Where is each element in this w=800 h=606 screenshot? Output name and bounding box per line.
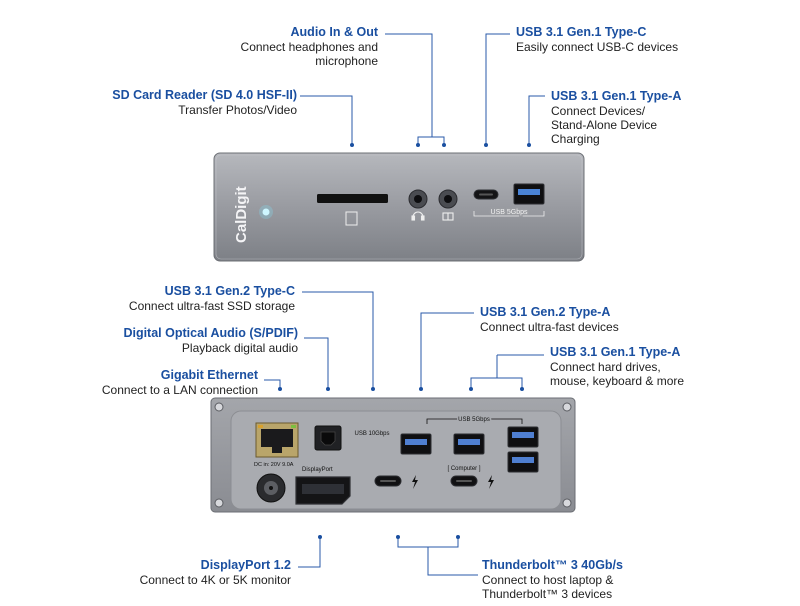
dc-power-jack[interactable] [256, 473, 286, 503]
callout-usbc-gen2: USB 3.1 Gen.2 Type-C Connect ultra-fast … [129, 284, 295, 313]
callout-displayport: DisplayPort 1.2 Connect to 4K or 5K moni… [140, 558, 291, 587]
displayport-port[interactable] [295, 476, 351, 505]
callout-usba-front-desc: Connect Devices/ [551, 104, 646, 118]
rear-screws [214, 402, 572, 508]
callout-displayport-desc: Connect to 4K or 5K monitor [139, 573, 291, 587]
computer-label: [ Computer ] [447, 466, 480, 472]
callout-usba-front-desc3: Charging [551, 132, 600, 146]
callout-usba-rear: USB 3.1 Gen.1 Type-A Connect hard drives… [550, 345, 684, 388]
callout-optical: Digital Optical Audio (S/PDIF) Playback … [123, 326, 298, 355]
callout-audio: Audio In & Out Connect headphones and mi… [241, 25, 378, 68]
dc-in-label: DC in: 20V 9.0A [254, 462, 294, 468]
callout-usba-front-desc2: Stand-Alone Device [551, 118, 658, 132]
callout-usba-gen2-title: USB 3.1 Gen.2 Type-A [480, 305, 611, 319]
leader-thunderbolt-fork [397, 537, 459, 548]
leader-ethernet [264, 379, 281, 389]
callout-usba-gen2-desc: Connect ultra-fast devices [480, 320, 619, 334]
optical-audio-port[interactable] [314, 425, 342, 451]
leader-displayport [298, 537, 321, 568]
callout-optical-title: Digital Optical Audio (S/PDIF) [123, 326, 298, 340]
leader-sd [300, 95, 353, 145]
leader-usbc-front [485, 33, 510, 145]
leader-audio [385, 33, 433, 137]
callout-displayport-title: DisplayPort 1.2 [200, 558, 291, 572]
callout-ethernet: Gigabit Ethernet Connect to a LAN connec… [102, 368, 258, 397]
callout-usba-front: USB 3.1 Gen.1 Type-A Connect Devices/ St… [551, 89, 681, 146]
callout-sd-title: SD Card Reader (SD 4.0 HSF-II) [112, 88, 297, 102]
callout-usbc-front-desc: Easily connect USB-C devices [516, 40, 679, 54]
leader-usba-front [528, 95, 545, 145]
brand-logo: CalDigit [233, 186, 250, 243]
callout-audio-title: Audio In & Out [290, 25, 378, 39]
callout-usba-front-title: USB 3.1 Gen.1 Type-A [551, 89, 682, 103]
callout-usba-rear-desc: Connect hard drives, [550, 360, 661, 374]
front-usb-speed-label: USB 5Gbps [491, 209, 528, 216]
sd-card-slot[interactable] [317, 194, 388, 203]
displayport-label: DisplayPort [302, 467, 333, 473]
power-led [262, 208, 270, 216]
callout-usbc-front: USB 3.1 Gen.1 Type-C Easily connect USB-… [516, 25, 678, 54]
rear-usb-bracket [426, 418, 523, 424]
callout-ethernet-desc: Connect to a LAN connection [101, 383, 258, 397]
callout-optical-desc: Playback digital audio [181, 341, 298, 355]
callout-usba-gen2: USB 3.1 Gen.2 Type-A Connect ultra-fast … [480, 305, 619, 334]
leader-optical [304, 337, 329, 389]
callout-usba-rear-title: USB 3.1 Gen.1 Type-A [550, 345, 681, 359]
sd-card-icon [345, 211, 358, 226]
callout-thunderbolt-desc2: Thunderbolt™ 3 devices [482, 587, 613, 601]
callout-audio-desc: Connect headphones and [240, 40, 378, 54]
front-usb-bracket [473, 211, 545, 217]
callout-thunderbolt-title: Thunderbolt™ 3 40Gb/s [482, 558, 623, 572]
leader-lines [264, 33, 545, 576]
usb-5gbps-label: USB 5Gbps [458, 417, 490, 423]
microphone-icon [442, 212, 454, 221]
front-panel: CalDigit USB 5Gbps [213, 152, 585, 262]
rear-panel: DC in: 20V 9.0A DisplayPort USB 10Gbps U… [210, 397, 576, 513]
leader-dots [278, 143, 531, 539]
microphone-jack[interactable] [438, 189, 458, 209]
callout-sd-desc: Transfer Photos/Video [178, 103, 297, 117]
callout-thunderbolt-desc: Connect to host laptop & [482, 573, 614, 587]
callout-thunderbolt: Thunderbolt™ 3 40Gb/s Connect to host la… [482, 558, 623, 601]
leader-usba-gen2 [420, 312, 474, 389]
usb-10gbps-label: USB 10Gbps [354, 431, 389, 437]
callout-usbc-gen2-title: USB 3.1 Gen.2 Type-C [164, 284, 295, 298]
thunderbolt-icon-1 [412, 475, 418, 489]
headphone-jack[interactable] [408, 189, 428, 209]
callout-usbc-front-title: USB 3.1 Gen.1 Type-C [516, 25, 647, 39]
leader-audio-fork [417, 136, 445, 145]
callout-usba-rear-desc2: mouse, keyboard & more [550, 374, 685, 388]
leader-usba-rear-fork [470, 377, 523, 389]
ethernet-port[interactable] [255, 422, 299, 458]
callout-audio-desc2: microphone [315, 54, 378, 68]
callout-sd: SD Card Reader (SD 4.0 HSF-II) Transfer … [112, 88, 297, 117]
headphone-icon [411, 211, 425, 221]
thunderbolt-icon-2 [488, 475, 494, 489]
leader-thunderbolt [427, 547, 478, 576]
leader-usbc-gen2 [302, 291, 374, 389]
callout-usbc-gen2-desc: Connect ultra-fast SSD storage [128, 299, 295, 313]
callout-ethernet-title: Gigabit Ethernet [160, 368, 258, 382]
